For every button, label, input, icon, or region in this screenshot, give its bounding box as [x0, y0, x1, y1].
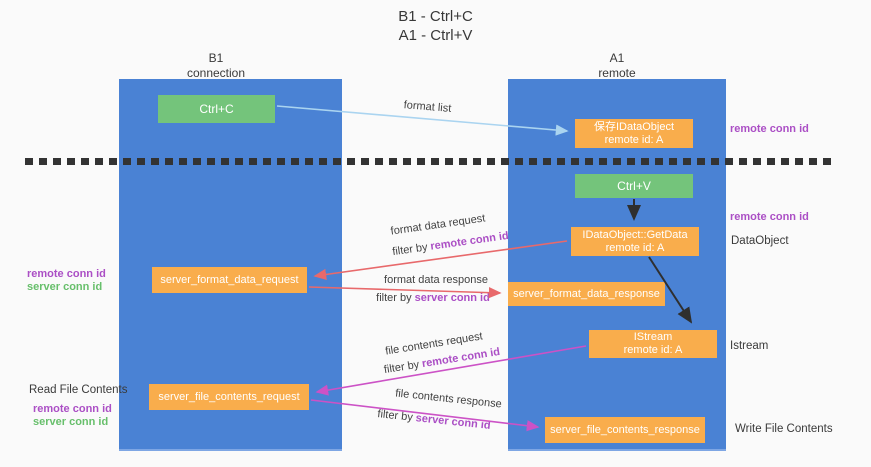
node-istream: IStream remote id: A — [589, 330, 717, 358]
server-format-data-request-label: server_format_data_request — [160, 273, 299, 286]
title-line-2: A1 - Ctrl+V — [398, 27, 473, 44]
ctrl-v-label: Ctrl+V — [617, 179, 651, 193]
node-ctrl-c: Ctrl+C — [158, 95, 275, 123]
annotation-left-server-conn-id: server conn id — [27, 281, 103, 293]
node-server-format-data-response: server_format_data_response — [508, 282, 665, 306]
istream-remote-id: remote id: A — [623, 344, 683, 356]
node-idataobject-getdata: IDataObject::GetData remote id: A — [571, 227, 699, 256]
server-file-contents-request-label: server_file_contents_request — [158, 390, 300, 403]
node-server-file-contents-response: server_file_contents_response — [545, 417, 705, 443]
annotation-istream: Istream — [730, 340, 769, 352]
diagram-title: B1 - Ctrl+C A1 - Ctrl+V — [0, 7, 871, 45]
remote-conn-id-text: remote conn id — [429, 229, 510, 253]
annotation-remote-conn-id-top: remote conn id — [730, 123, 809, 135]
node-server-format-data-request: server_format_data_request — [152, 267, 307, 293]
label-format-data-response: format data response — [384, 274, 488, 286]
lane-b1-name: B1 — [208, 51, 224, 65]
lane-b1-role: connection — [186, 66, 246, 80]
annotation-read-file-contents: Read File Contents — [29, 384, 128, 396]
node-ctrl-v: Ctrl+V — [575, 174, 693, 198]
istream-title: IStream — [633, 331, 673, 343]
lane-a1-name: A1 — [609, 51, 625, 65]
annotation-write-file-contents: Write File Contents — [735, 423, 833, 435]
getdata-remote-id: remote id: A — [605, 241, 665, 254]
server-format-data-response-label: server_format_data_response — [513, 287, 660, 300]
filter-by-text: filter by — [391, 241, 429, 259]
lane-header-a1: A1 remote — [517, 51, 717, 81]
save-idataobject-title: 保存IDataObject — [593, 120, 675, 133]
server-file-contents-response-label: server_file_contents_response — [550, 423, 700, 436]
lane-header-b1: B1 connection — [116, 51, 316, 81]
annotation-bottom-remote-conn-id: remote conn id — [33, 403, 112, 415]
annotation-remote-conn-id-mid: remote conn id — [730, 211, 809, 223]
server-conn-id-text: server conn id — [415, 412, 492, 432]
filter-by-text: filter by — [376, 292, 412, 304]
phase-separator-dashed-line — [25, 158, 832, 165]
filter-by-text: filter by — [383, 358, 421, 377]
title-line-1: B1 - Ctrl+C — [398, 8, 473, 25]
getdata-title: IDataObject::GetData — [582, 228, 688, 241]
annotation-left-remote-conn-id: remote conn id — [27, 268, 106, 280]
ctrl-c-label: Ctrl+C — [199, 102, 234, 116]
lane-a1-role: remote — [598, 66, 636, 80]
annotation-bottom-server-conn-id: server conn id — [33, 416, 109, 428]
annotation-dataobject: DataObject — [731, 235, 789, 247]
label-file-contents-response: file contents response — [394, 387, 503, 411]
server-conn-id-text: server conn id — [414, 292, 490, 304]
filter-by-text: filter by — [376, 408, 414, 424]
node-server-file-contents-request: server_file_contents_request — [149, 384, 309, 410]
label-format-list: format list — [403, 99, 452, 115]
save-idataobject-remote-id: remote id: A — [604, 133, 664, 146]
node-save-idataobject: 保存IDataObject remote id: A — [575, 119, 693, 148]
